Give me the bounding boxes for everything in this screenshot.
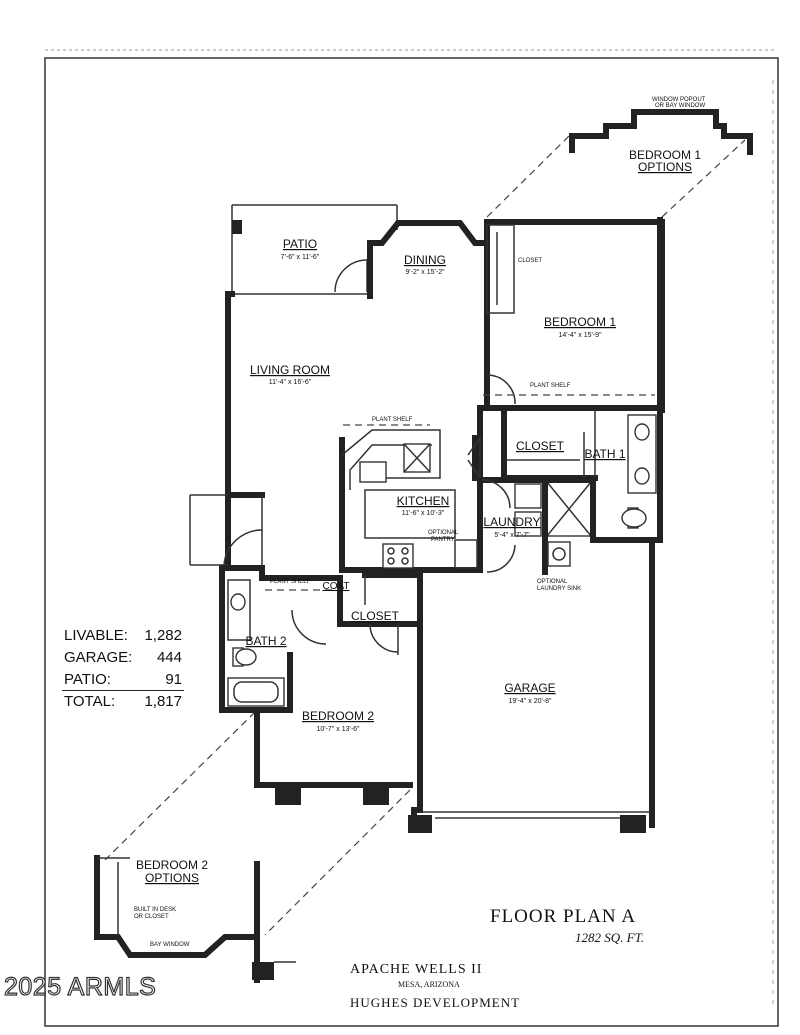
label-kitchen: KITCHEN [397, 494, 450, 508]
bedroom2-option-guide [264, 789, 411, 936]
dims-bedroom1: 14'-4" x 15'-9" [558, 332, 602, 339]
stats-divider [62, 690, 184, 691]
dims-garage: 19'-4" x 20'-8" [508, 698, 552, 705]
dims-bedroom2: 10'-7" x 13'-6" [316, 726, 360, 733]
note-optional-sink: OPTIONAL [537, 579, 568, 585]
community-name: APACHE WELLS II [350, 962, 483, 977]
builder-name: HUGHES DEVELOPMENT [350, 995, 521, 1010]
label-bedroom2: BEDROOM 2 [302, 709, 374, 723]
note-optional: OPTIONAL [428, 530, 459, 536]
bedroom1-option-guide [486, 134, 571, 218]
note-plant-shelf: PLANT SHELF [530, 383, 571, 389]
label-coat: COAT [322, 581, 349, 592]
label-bedroom1-options-title: BEDROOM 1 [629, 148, 701, 162]
label-closet-hall: CLOSET [351, 609, 400, 623]
label-closet-main: CLOSET [516, 439, 565, 453]
wall-garage-west [411, 572, 423, 833]
label-closet-bedroom1: CLOSET [518, 258, 542, 264]
note-bay-window: BAY WINDOW [150, 942, 190, 948]
bedroom1-option-guide [661, 139, 746, 218]
stat-value: 91 [165, 671, 182, 688]
dims-patio: 7'-6" x 11'-6" [281, 254, 320, 261]
stat-label: PATIO: [64, 671, 111, 688]
note-plant-shelf: PLANT SHELF [270, 579, 311, 585]
stat-label: GARAGE: [64, 649, 133, 666]
label-garage: GARAGE [504, 681, 555, 695]
note-pantry: PANTRY [431, 537, 455, 543]
wall-kitchen [339, 405, 483, 573]
label-bedroom2-options-sub: OPTIONS [145, 871, 199, 885]
note-laundry-sink: LAUNDRY SINK [537, 586, 581, 592]
page-border [44, 57, 779, 1027]
plan-title: FLOOR PLAN A [490, 906, 637, 927]
stat-value: 444 [156, 649, 182, 666]
dims-dining: 9'-2" x 15'-2" [405, 269, 445, 276]
label-bath2: BATH 2 [245, 634, 286, 648]
label-bedroom1-options-sub: OPTIONS [638, 160, 692, 174]
label-bath1: BATH 1 [584, 447, 625, 461]
note-bay-window: OR BAY WINDOW [655, 103, 705, 109]
wall-north [367, 219, 665, 413]
stat-value: 1,817 [144, 693, 182, 710]
label-patio: PATIO [283, 237, 317, 251]
note-window-popout: WINDOW POPOUT [652, 97, 706, 103]
note-built-in: BUILT IN DESK [134, 907, 176, 913]
watermark: 2025 ARMLS [3, 972, 157, 1001]
label-laundry: LAUNDRY [483, 515, 540, 529]
plan-sqft: 1282 SQ. FT. [575, 930, 645, 945]
dims-laundry: 5'-4" x 7'-7" [494, 532, 530, 539]
label-living-room: LIVING ROOM [250, 363, 330, 377]
stat-label: LIVABLE: [64, 627, 128, 644]
bedroom1-option-popout [569, 109, 753, 155]
stat-label: TOTAL: [64, 693, 116, 710]
note-plant-shelf: PLANT SHELF [372, 417, 413, 423]
label-bedroom2-options-title: BEDROOM 2 [136, 858, 208, 872]
label-dining: DINING [404, 253, 446, 267]
stat-value: 1,282 [144, 627, 182, 644]
wall-living-west [225, 291, 265, 498]
bedroom2-option-guide [104, 711, 256, 861]
label-bedroom1: BEDROOM 1 [544, 315, 616, 329]
community-location: MESA, ARIZONA [398, 980, 460, 989]
dims-kitchen: 11'-6" x 10'-3" [402, 510, 445, 517]
dims-living-room: 11'-4" x 16'-6" [269, 379, 312, 386]
note-or-closet: OR CLOSET [134, 914, 169, 920]
bedroom2-option-baywindow [94, 855, 255, 958]
